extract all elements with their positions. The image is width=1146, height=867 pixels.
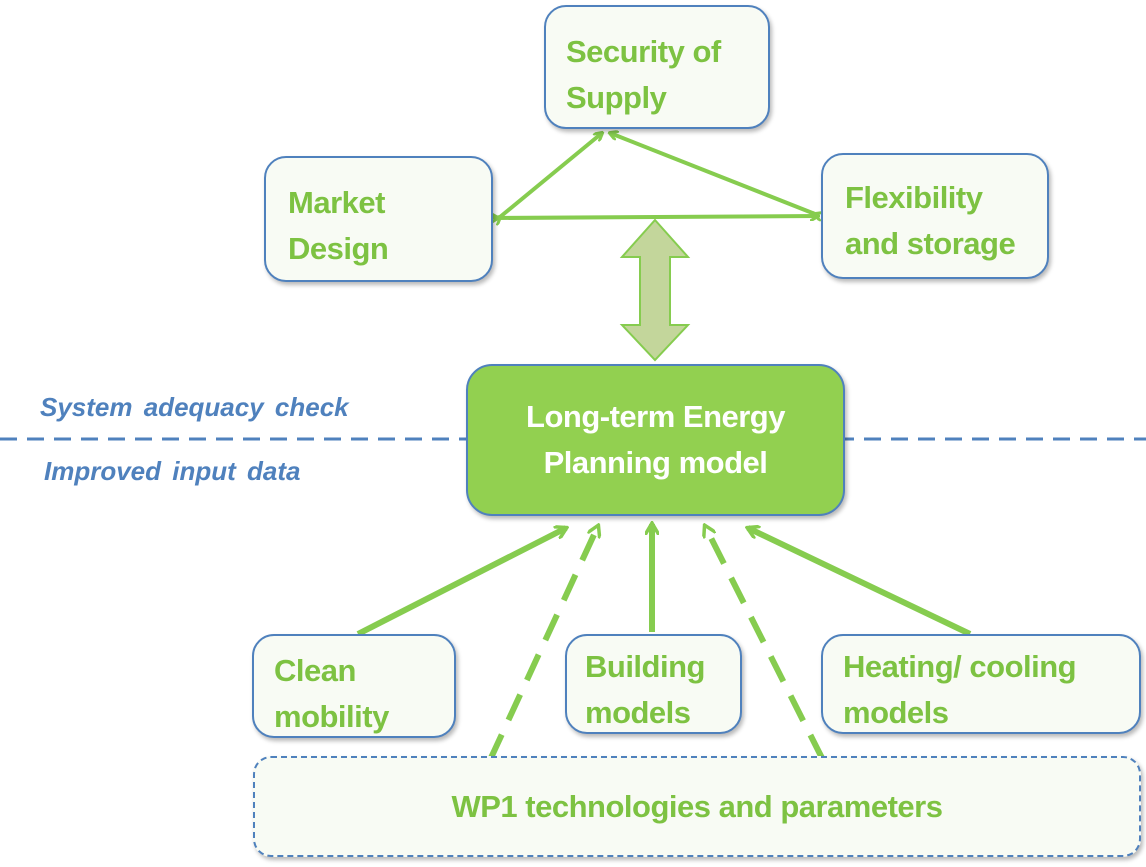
node-market-design: Market Design [264,156,493,282]
node-security-line-2: Supply [566,80,667,115]
label-system-adequacy-check: System adequacy check [40,392,349,422]
node-wp1-text: WP1 technologies and parameters [451,788,943,824]
arrow-market-to-security [500,133,602,217]
node-heating-line-2: models [843,695,949,730]
node-building-line-1: Building [585,649,705,684]
arrow-flex-to-security [610,133,815,214]
node-market-line-2: Design [288,231,389,266]
double-arrow-shape [619,218,691,362]
node-clean-mobility: Clean mobility [252,634,456,738]
node-heating-line-1: Heating/ cooling [843,649,1077,684]
node-clean-mobility-line-2: mobility [274,699,389,734]
node-security-line-1: Security of [566,34,721,69]
node-flexibility-storage: Flexibility and storage [821,153,1049,279]
node-ltep-line-2: Planning model [543,445,768,480]
node-flexibility-line-2: and storage [845,226,1016,261]
node-heating-cooling-models: Heating/ cooling models [821,634,1141,734]
label-improved-input-data: Improved input data [44,456,301,486]
node-wp1-technologies: WP1 technologies and parameters [253,756,1141,857]
arrow-market-flex [498,216,818,218]
node-flexibility-line-1: Flexibility [845,180,983,215]
node-ltep-line-1: Long-term Energy [526,399,785,434]
node-security-of-supply: Security of Supply [544,5,770,129]
node-building-models: Building models [565,634,742,734]
arrow-heating [748,528,972,637]
node-long-term-energy-planning-model: Long-term Energy Planning model [466,364,845,516]
node-clean-mobility-line-1: Clean [274,653,356,688]
node-market-line-1: Market [288,185,385,220]
node-building-line-2: models [585,695,691,730]
arrow-clean-mobility [356,528,566,637]
